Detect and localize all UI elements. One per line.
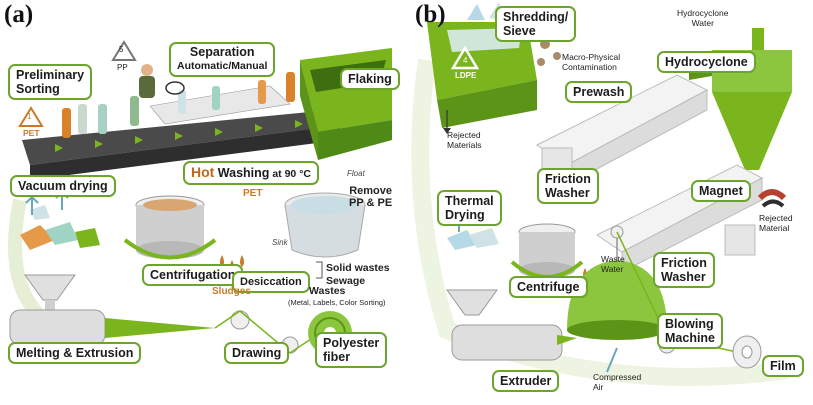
magnet-label: Magnet	[691, 180, 751, 202]
shredding-sieve-label: Shredding/ Sieve	[495, 6, 577, 42]
gear-icons	[537, 39, 561, 66]
washing-tank	[284, 192, 366, 258]
hydrocyclone-water-label: Hydrocyclone Water	[677, 8, 729, 28]
separation-label: Separation Automatic/Manual	[169, 42, 276, 77]
sludges-label: Sludges	[212, 286, 251, 297]
separation-subtitle: Automatic/Manual	[177, 60, 268, 72]
drying-flakes	[20, 190, 100, 250]
preliminary-sorting-label: Preliminary Sorting	[8, 64, 93, 100]
remove-subtitle: PP & PE	[349, 197, 393, 209]
panel-b-label: (b)	[415, 1, 446, 28]
recycle-code-pet: PET	[23, 128, 40, 138]
sewage-label: Sewage	[326, 275, 366, 287]
centrifuge-label: Centrifuge	[509, 276, 588, 298]
extruder-hopper	[446, 289, 498, 316]
hydrocyclone-label: Hydrocyclone	[657, 51, 756, 73]
compressed-air-label: Compressed Air	[593, 372, 642, 392]
extruder-label: Extruder	[492, 370, 560, 392]
conveyor-belt	[22, 110, 340, 180]
flaking-label: Flaking	[340, 68, 400, 90]
macro-contamination-label: Macro-Physical Contamination	[562, 52, 621, 72]
thermal-drying-label: Thermal Drying	[437, 190, 502, 226]
recycle-symbol-pp	[111, 40, 137, 61]
extruder-hopper	[24, 274, 76, 310]
panel-a-pet-recycling: (a) Separation Automatic/Manual Prelimin…	[0, 0, 406, 405]
recycle-symbol-pet	[18, 106, 44, 127]
wastes-label: Wastes	[309, 285, 346, 297]
extruder-machine	[9, 309, 215, 346]
thermal-drying-flakes	[447, 216, 499, 250]
flaking-machine	[300, 48, 392, 160]
prewash-label: Prewash	[565, 81, 633, 103]
film-label: Film	[762, 355, 804, 377]
recycle-code-ldpe: LDPE	[455, 71, 477, 80]
wastes-detail: (Metal, Labels, Color Sorting)	[288, 298, 386, 307]
recycle-code-pet-number: 1	[27, 112, 32, 121]
pet-flakes-label: PET	[243, 188, 263, 199]
drawing-label: Drawing	[224, 342, 290, 364]
centrifugation-label: Centrifugation	[142, 264, 244, 286]
pet-bottles	[62, 72, 295, 138]
panel-a-illustration	[8, 40, 392, 355]
hot-word: Hot	[191, 164, 215, 180]
blowing-machine-label: Blowing Machine	[657, 313, 724, 349]
film-bubble	[567, 225, 667, 340]
rejected-materials-label: Rejected Materials	[447, 130, 482, 150]
panel-b-ldpe-recycling: (b) Shredding/ Sieve Hydrocyclone Water …	[407, 0, 813, 405]
desiccation-label: Desiccation	[232, 271, 310, 293]
magnet-icon	[757, 189, 787, 208]
friction-washer-1-label: Friction Washer	[537, 168, 599, 204]
rejected-material-label: Rejected Material	[759, 213, 793, 233]
recycle-code-pp: PP	[117, 63, 128, 72]
washing-temperature: at 90 °C	[269, 168, 311, 180]
hot-washing-label: Hot Washing at 90 °C	[183, 161, 319, 185]
remove-title: Remove	[349, 185, 392, 197]
vacuum-drying-label: Vacuum drying	[10, 175, 116, 197]
recycle-code-pp-number: 5	[119, 45, 124, 54]
washing-word: Washing	[214, 166, 270, 180]
recycle-symbol-ldpe	[450, 45, 480, 70]
worker-figure	[139, 64, 185, 98]
float-label: Float	[347, 169, 365, 178]
melting-extrusion-label: Melting & Extrusion	[8, 342, 142, 364]
extruder-machine	[451, 324, 577, 361]
waste-water-label: Waste Water	[601, 254, 625, 274]
panel-a-label: (a)	[4, 1, 34, 28]
polyester-fiber-label: Polyester fiber	[315, 332, 388, 368]
centrifuge-cylinder	[123, 195, 217, 260]
separation-title: Separation	[189, 45, 255, 59]
recycle-code-ldpe-number: 4	[463, 56, 468, 65]
sink-label: Sink	[272, 238, 288, 247]
centrifuge-machine	[510, 223, 584, 279]
friction-washer-2-label: Friction Washer	[653, 252, 715, 288]
solid-wastes-label: Solid wastes	[326, 262, 390, 274]
